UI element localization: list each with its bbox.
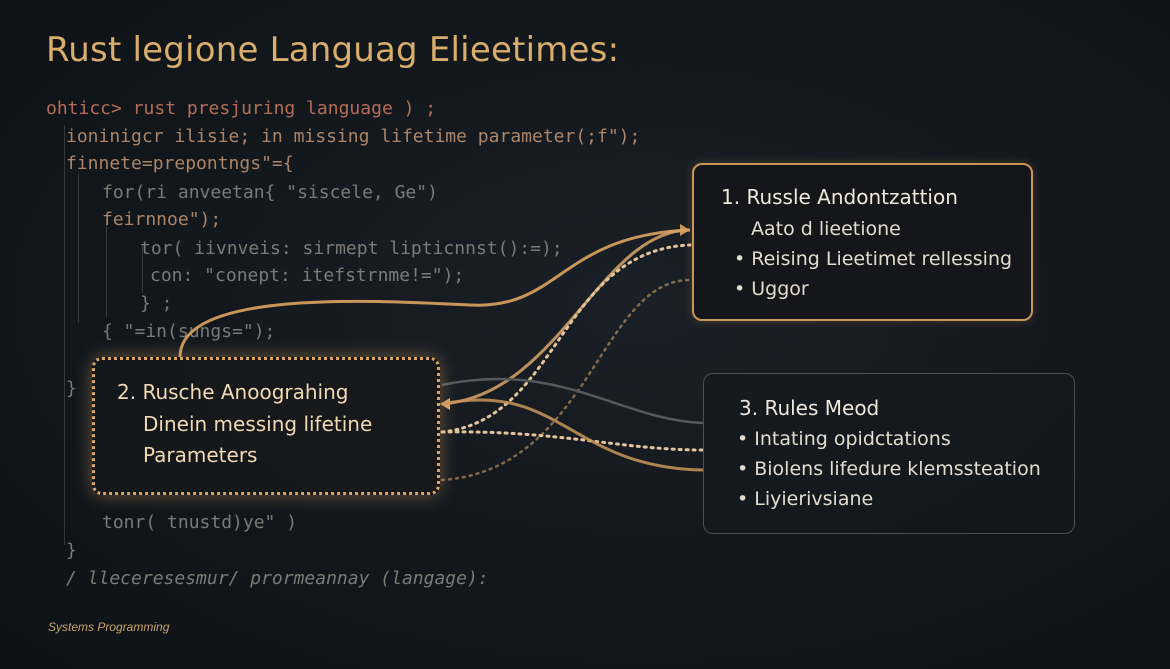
connector-dotted-to-box3 xyxy=(440,430,705,452)
diagram-title: Rust legione Languag Eliеetimes: xyxy=(46,30,620,70)
callout-box-2-title: 2. Rusche Anoograhing xyxy=(117,380,349,404)
indent-guide xyxy=(142,245,143,293)
callout-box-1: 1. Russle Andontzattion Aato d lieetione… xyxy=(692,163,1033,321)
callout-box-3-line: • Biolens lifedure klemsstеation xyxy=(737,458,1041,480)
callout-box-2-line: Dinein messing lifetine xyxy=(143,412,373,436)
connector-solid-to-box1 xyxy=(178,228,691,358)
indent-guide xyxy=(64,125,65,545)
connector-muted xyxy=(441,377,704,425)
code-line: feirnnoe"); xyxy=(102,209,222,230)
code-line: finnete=prepontngs"={ xyxy=(66,153,294,174)
code-line: tor( iivnveis: sirmept lipticnnst():=); xyxy=(140,238,563,259)
code-line: / lleceresesmur/ prormeannay (langage): xyxy=(66,568,489,589)
code-line: ioninigcr ilisie; in missing lifetime pa… xyxy=(66,126,641,147)
callout-box-1-line: • Uggor xyxy=(734,278,809,300)
callout-box-3-title: 3. Rules Meod xyxy=(739,396,880,420)
indent-guide xyxy=(78,173,79,323)
code-line: } xyxy=(66,378,77,399)
code-line: { "=in(sungs="); xyxy=(102,321,276,342)
callout-box-2: 2. Rusche Anoograhing Dinein messing lif… xyxy=(92,357,440,495)
code-line: con: "conept: itefstrnme!="); xyxy=(150,265,465,286)
callout-box-1-title: 1. Russle Andontzattion xyxy=(721,185,958,209)
indent-guide xyxy=(106,221,107,317)
code-line: } xyxy=(66,540,77,561)
code-line: for(ri anveetan{ "siscele, Ge") xyxy=(102,182,438,203)
code-line: } ; xyxy=(140,293,173,314)
callout-box-3-line: • Intating opidctations xyxy=(737,428,951,450)
callout-box-1-line: Aato d lieetione xyxy=(751,218,901,240)
callout-box-1-line: • Reising Lieetimet rellessing xyxy=(734,248,1013,270)
connector-dotted-to-box1 xyxy=(440,243,692,434)
connector-solid-to-box3 xyxy=(441,398,704,472)
callout-box-3-line: • Liyierivsiane xyxy=(737,488,874,510)
code-line: tonr( tnustd)ye" ) xyxy=(102,512,298,533)
footer-caption: Systems Programming xyxy=(48,620,170,634)
code-line: ohticc> rust presjuring language ) ; xyxy=(46,98,437,119)
connector-solid-to-box2 xyxy=(441,228,691,406)
callout-box-3: 3. Rules Meod • Intating opidctations • … xyxy=(703,373,1075,534)
callout-box-2-line: Parameters xyxy=(143,443,258,467)
